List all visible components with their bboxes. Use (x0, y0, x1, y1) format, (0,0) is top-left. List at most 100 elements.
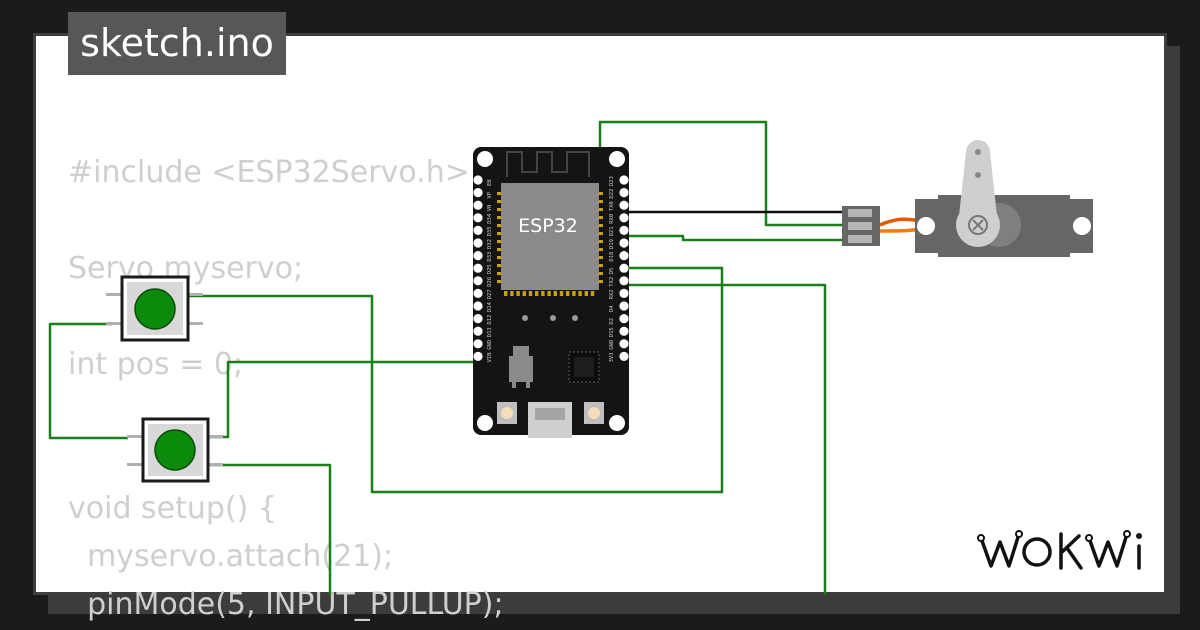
pin-label: D25 (487, 264, 493, 274)
chip-pad (599, 256, 603, 259)
pin-gnd-right[interactable] (619, 339, 629, 349)
pin-gnd-left[interactable] (473, 339, 483, 349)
pin-label: D4 (609, 305, 615, 312)
chip-pad (541, 291, 545, 296)
chip-pad (599, 280, 603, 283)
pin-d21-right[interactable] (619, 225, 629, 235)
chip-pad (566, 291, 570, 296)
pin-label: TX2 (609, 277, 615, 287)
pin-label: D18 (609, 252, 615, 262)
pin-rx2-right[interactable] (619, 288, 629, 298)
pin-label: D22 (609, 189, 615, 199)
chip-pad (599, 240, 603, 243)
chip-pad (572, 291, 576, 296)
pin-d18-right[interactable] (619, 251, 629, 261)
chip-pad (497, 200, 501, 203)
pin-label: D26 (487, 277, 493, 287)
usb-port (528, 402, 572, 438)
chip-pad (497, 240, 501, 243)
chip-pad (559, 291, 564, 296)
chip-pad (599, 192, 603, 195)
pin-d12-left[interactable] (473, 314, 483, 324)
pin-d34-left[interactable] (473, 213, 483, 223)
boot-button[interactable] (497, 402, 517, 424)
pin-vp-left[interactable] (473, 188, 483, 198)
chip-pad (584, 291, 588, 296)
chip-pad (578, 291, 582, 296)
pin-tx0-right[interactable] (619, 200, 629, 210)
wire (208, 463, 332, 595)
wire (208, 360, 478, 439)
pin-en-left[interactable] (473, 175, 483, 185)
pin-label: D19 (609, 239, 615, 249)
pin-label: D14 (487, 301, 493, 312)
pin-label: D12 (487, 315, 493, 325)
chip-pad (497, 208, 501, 211)
pin-d33-left[interactable] (473, 251, 483, 261)
wire (624, 234, 848, 242)
pin-d5-right[interactable] (619, 263, 629, 273)
chip-pad (547, 291, 551, 296)
wire (188, 266, 724, 494)
pin-d35-left[interactable] (473, 225, 483, 235)
pin-rx0-right[interactable] (619, 213, 629, 223)
pin-tx2-right[interactable] (619, 276, 629, 286)
pin-label: D13 (487, 327, 493, 337)
reset-button[interactable] (584, 402, 604, 424)
chip-label: ESP32 (518, 215, 578, 237)
pin-label: 3V3 (609, 352, 615, 362)
wires (48, 120, 848, 595)
voltage-regulator (509, 346, 533, 388)
chip-pad (528, 291, 533, 296)
esp32-board[interactable]: ESP32 ENVPVND34D35D32D33D25D26D27D14D12D… (473, 147, 629, 438)
pin-d19-right[interactable] (619, 238, 629, 248)
pin-d27-left[interactable] (473, 288, 483, 298)
pin-label: D35 (487, 226, 493, 236)
chip-pad (522, 291, 526, 296)
pin-label: RX0 (609, 214, 615, 224)
pin-d25-left[interactable] (473, 263, 483, 273)
pin-label: D23 (609, 176, 615, 186)
chip-pad (510, 291, 514, 296)
pin-vin-left[interactable] (473, 351, 483, 361)
file-tab[interactable]: sketch.ino (68, 12, 286, 75)
wire (624, 283, 827, 595)
pin-d32-left[interactable] (473, 238, 483, 248)
pin-d2-right[interactable] (619, 314, 629, 324)
chip-pad (497, 216, 501, 219)
chip-pad (497, 192, 501, 195)
pin-d22-right[interactable] (619, 188, 629, 198)
chip-pad (497, 272, 501, 275)
chip-pad (599, 200, 603, 203)
chip-pad (504, 291, 508, 296)
pin-d14-left[interactable] (473, 301, 483, 311)
pin-label: D15 (609, 327, 615, 337)
pin-label: EN (487, 179, 493, 186)
pin-d13-left[interactable] (473, 326, 483, 336)
pin-label: D5 (609, 268, 615, 275)
pin-d26-left[interactable] (473, 276, 483, 286)
chip-pad (497, 264, 501, 267)
pin-d15-right[interactable] (619, 326, 629, 336)
chip-pad (599, 248, 603, 251)
servo-motor[interactable] (842, 140, 1093, 257)
esp32-chip: ESP32 (497, 183, 603, 321)
push-button-1[interactable] (106, 275, 203, 342)
pin-label: D33 (487, 252, 493, 262)
pin-label: D32 (487, 239, 493, 249)
pin-3v3-right[interactable] (619, 351, 629, 361)
chip-pad (497, 224, 501, 227)
pin-vn-left[interactable] (473, 200, 483, 210)
pin-d4-right[interactable] (619, 301, 629, 311)
pin-d23-right[interactable] (619, 175, 629, 185)
board-via (572, 315, 578, 321)
circuit-diagram: ESP32 ENVPVND34D35D32D33D25D26D27D14D12D… (48, 120, 1093, 595)
pin-label: D21 (609, 226, 615, 236)
chip-pad (599, 272, 603, 275)
push-button-2[interactable] (127, 417, 223, 483)
chip-pad (599, 232, 603, 235)
chip-pad (516, 291, 520, 296)
pin-label: D27 (487, 289, 493, 299)
chip-pad (497, 256, 501, 259)
pin-label: TX0 (609, 201, 615, 211)
